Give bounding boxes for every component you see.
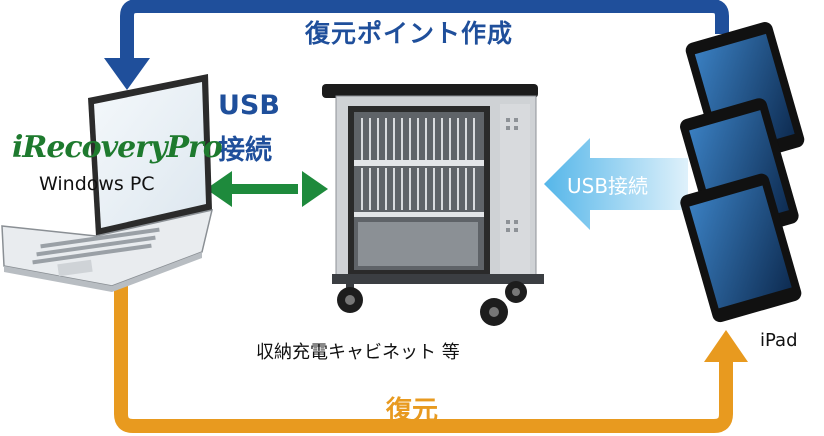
charging-cart-icon bbox=[322, 84, 544, 326]
charging-cart-label: 収納充電キャビネット 等 bbox=[256, 342, 460, 363]
bottom-flow-arrow bbox=[114, 286, 748, 433]
usb-connection-label-line2: 接続 bbox=[218, 135, 272, 166]
usb-arrow-icon bbox=[544, 138, 688, 230]
ipad-icon bbox=[680, 22, 805, 323]
restore-label: 復元 bbox=[386, 396, 439, 426]
double-arrow-icon bbox=[206, 171, 328, 207]
ipad-usb-connection-label: USB接続 bbox=[567, 174, 649, 198]
windows-pc-label: Windows PC bbox=[39, 173, 155, 195]
ipad-label: iPad bbox=[760, 330, 798, 351]
create-restore-point-label: 復元ポイント作成 bbox=[305, 19, 514, 48]
top-flow-arrow bbox=[104, 0, 729, 90]
usb-connection-label-line1: USB bbox=[218, 90, 280, 121]
irecoverypro-logo: iRecoveryPro bbox=[12, 130, 223, 165]
laptop-icon bbox=[1, 74, 214, 292]
